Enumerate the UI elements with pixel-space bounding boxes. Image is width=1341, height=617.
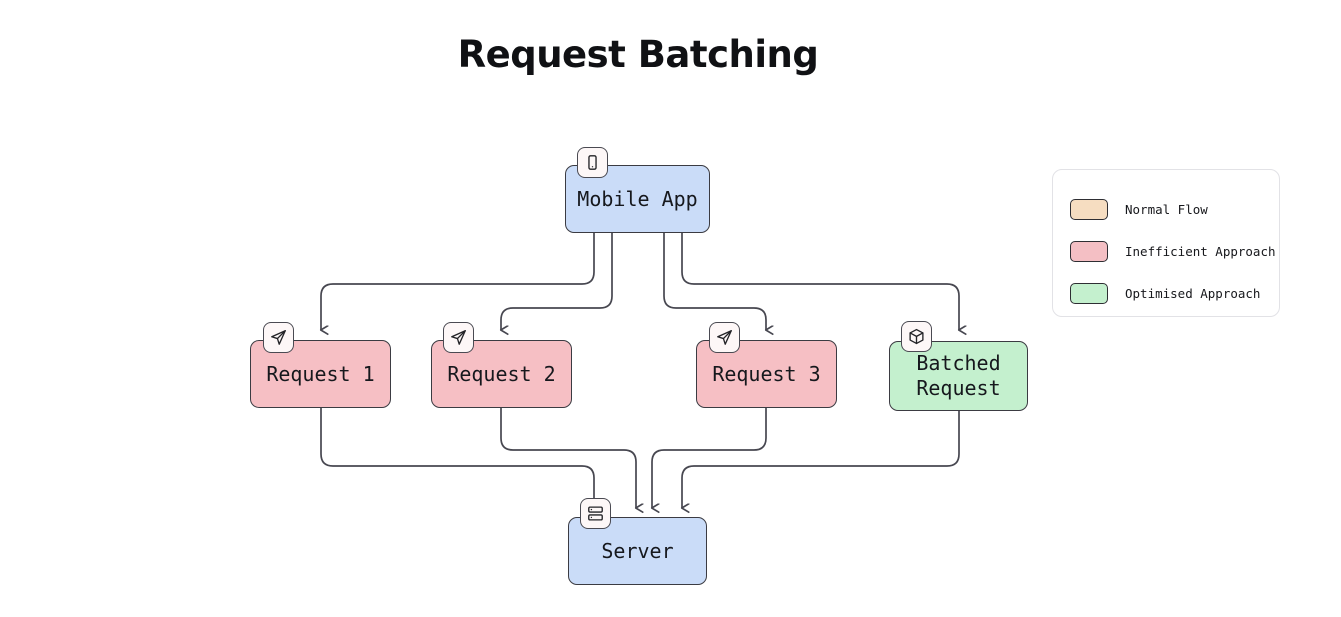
legend: Normal Flow Inefficient Approach Optimis…: [1052, 169, 1280, 317]
node-batched-request[interactable]: Batched Request: [889, 341, 1028, 411]
package-icon: [901, 321, 932, 352]
smartphone-icon: [577, 147, 608, 178]
edge-mobile-app-request-2: [501, 232, 613, 330]
send-icon: [443, 322, 474, 353]
node-request-1[interactable]: Request 1: [250, 340, 391, 408]
node-request-2-label: Request 2: [447, 361, 556, 386]
node-server-label: Server: [601, 538, 674, 563]
edge-mobile-app-request-3: [663, 232, 766, 330]
edge-mobile-app-batched-request: [681, 232, 959, 330]
server-icon: [580, 498, 611, 529]
node-request-1-label: Request 1: [266, 361, 375, 386]
legend-swatch-normal-flow: [1070, 198, 1108, 220]
legend-swatch-inefficient-approach: [1070, 240, 1108, 262]
send-icon: [709, 322, 740, 353]
page-title: Request Batching: [457, 33, 819, 76]
edge-request-1-server: [320, 407, 594, 508]
legend-label-optimised-approach: Optimised Approach: [1125, 285, 1261, 301]
node-batched-request-label: Batched Request: [916, 351, 1001, 400]
legend-item-inefficient-approach: Inefficient Approach: [1053, 230, 1279, 272]
edge-request-3-server: [652, 407, 767, 508]
node-request-3[interactable]: Request 3: [696, 340, 837, 408]
edge-mobile-app-request-1: [321, 232, 595, 330]
legend-item-normal-flow: Normal Flow: [1053, 188, 1279, 230]
edge-batched-request-server: [682, 410, 960, 508]
legend-item-optimised-approach: Optimised Approach: [1053, 272, 1279, 314]
send-icon: [263, 322, 294, 353]
legend-label-inefficient-approach: Inefficient Approach: [1125, 243, 1276, 259]
node-mobile-app-label: Mobile App: [577, 186, 698, 211]
node-request-3-label: Request 3: [712, 361, 821, 386]
edge-request-2-server: [500, 407, 636, 508]
legend-swatch-optimised-approach: [1070, 282, 1108, 304]
legend-label-normal-flow: Normal Flow: [1125, 201, 1208, 217]
